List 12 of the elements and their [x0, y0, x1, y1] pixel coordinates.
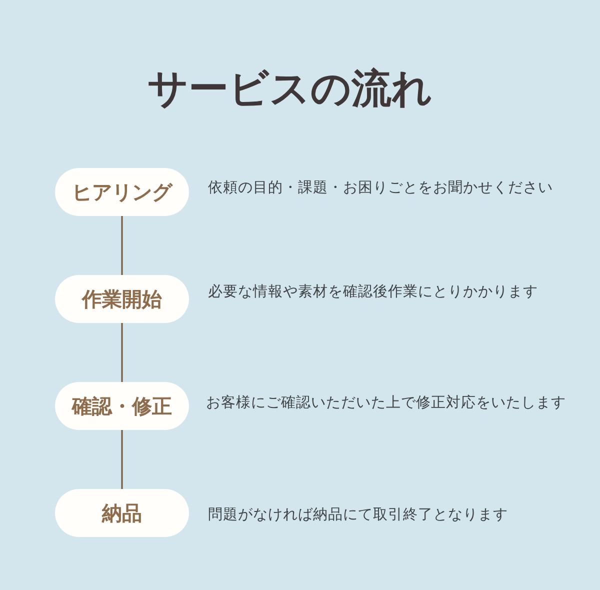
step-description: お客様にご確認いただいた上で修正対応をいたします: [206, 394, 566, 413]
connector-line: [121, 430, 123, 489]
title: サービスの流れ: [146, 65, 434, 114]
step-pill: 作業開始: [55, 275, 189, 323]
connector-line: [121, 216, 123, 275]
step-pill: 確認・修正: [55, 382, 189, 430]
step-description: 問題がなければ納品にて取引終了となります: [208, 506, 508, 525]
connector-line: [121, 323, 123, 382]
step-pill: ヒアリング: [55, 168, 189, 216]
step-pill: 納品: [55, 489, 189, 537]
step-description: 必要な情報や素材を確認後作業にとりかかります: [208, 283, 538, 302]
step-description: 依頼の目的・課題・お困りごとをお聞かせください: [208, 179, 553, 198]
